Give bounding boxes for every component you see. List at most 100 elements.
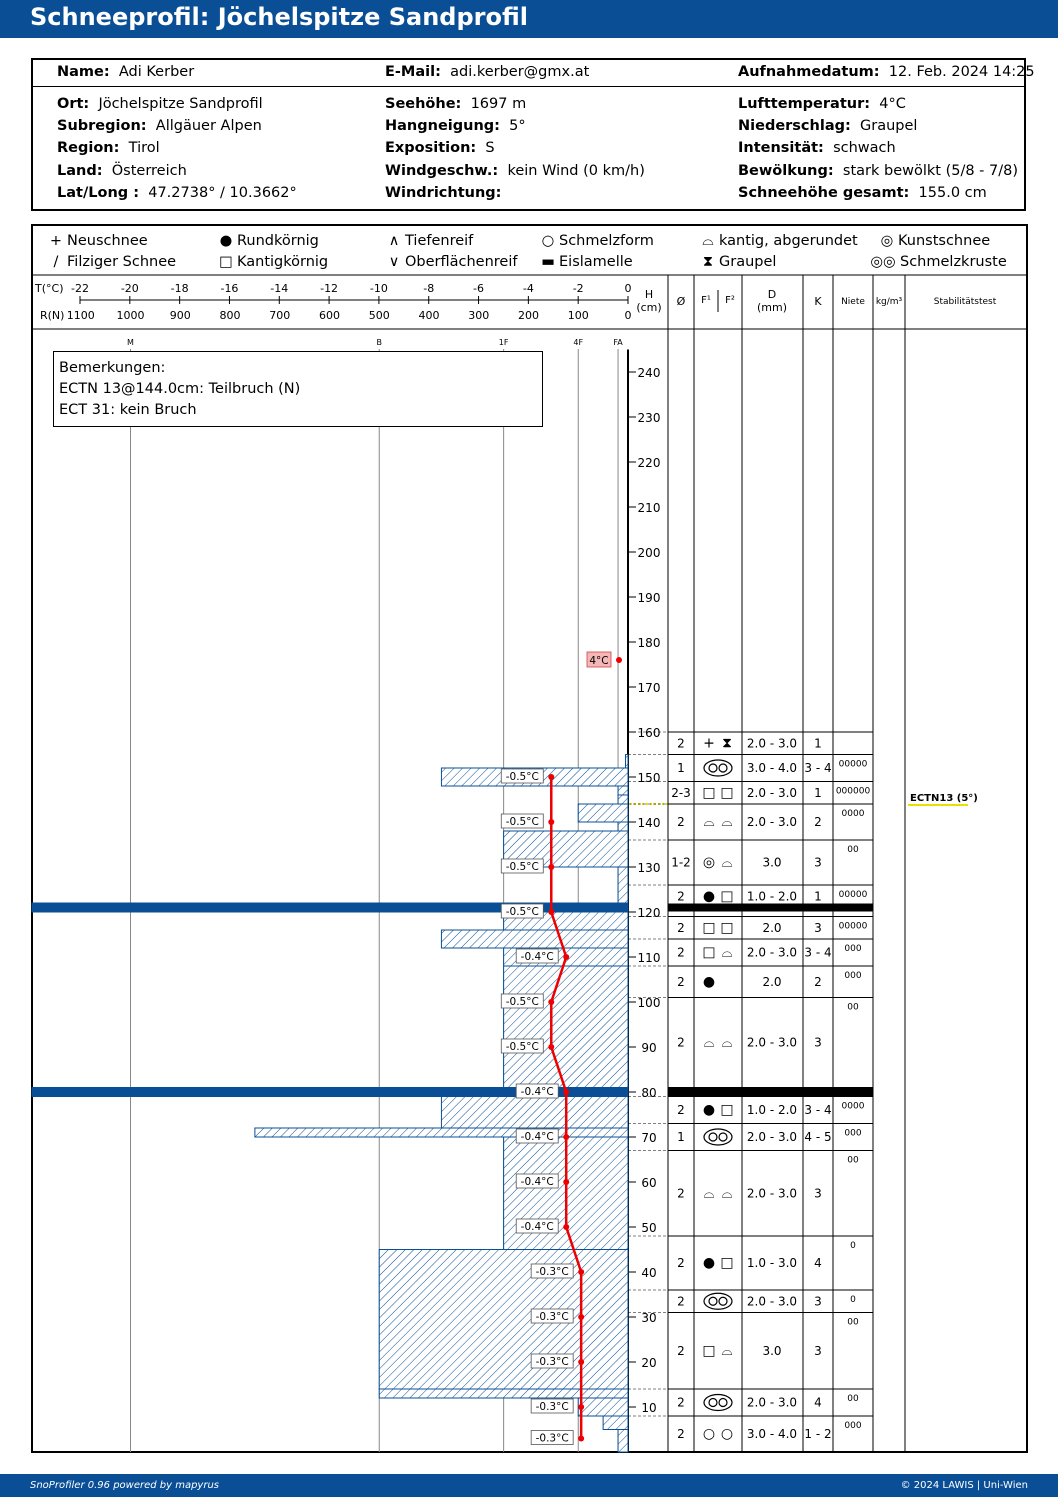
resistance-tick-label: 500 — [369, 309, 390, 322]
hardness-label: FA — [613, 338, 623, 347]
temperature-tick-label: -2 — [573, 282, 584, 295]
temperature-tick-label: 0 — [625, 282, 632, 295]
crust-ring — [718, 1296, 728, 1306]
page-title: Schneeprofil: Jöchelspitze Sandprofil — [30, 3, 528, 31]
resistance-bar — [577, 803, 629, 823]
kantig-abgerundet-icon: ⌓ — [703, 814, 714, 830]
legend-label: Filziger Schnee — [67, 254, 177, 270]
hardness-label: 4F — [573, 338, 583, 347]
height-tick-label: 100 — [638, 996, 661, 1010]
eislamelle-icon: ▬ — [541, 254, 555, 270]
layer-hardness: 1 — [814, 736, 822, 750]
legend-label: Tiefenreif — [405, 233, 474, 249]
layer-grain-size: 3.0 - 4.0 — [747, 761, 797, 775]
schmelzkruste-icon: ◎◎ — [870, 254, 896, 270]
height-tick-label: 140 — [638, 816, 661, 830]
layer-grain-size: 2.0 - 3.0 — [747, 1294, 797, 1308]
layer-hardness: 4 — [814, 1396, 822, 1410]
layer-niete: 00 — [847, 1003, 859, 1013]
windrichtung-field: Windrichtung: — [385, 185, 502, 201]
layer-niete: 00000 — [839, 890, 868, 900]
air-temperature-box — [586, 651, 612, 668]
legend-item: ○Schmelzform — [537, 233, 654, 249]
layer-hardness: 3 — [814, 921, 822, 935]
layer-grain-size: 2.0 — [762, 921, 781, 935]
hardness-label: 1F — [499, 338, 509, 347]
temperature-label-box — [530, 1353, 574, 1369]
resistance-bar — [254, 1127, 629, 1138]
layer-hardness: 1 - 2 — [804, 1427, 831, 1441]
windgeschw-field: Windgeschw.: kein Wind (0 km/h) — [385, 163, 645, 179]
graupel-icon: ⧗ — [722, 735, 732, 751]
temperature-label-box — [500, 1038, 544, 1054]
layer-grain-size: 2.0 - 3.0 — [747, 1130, 797, 1144]
temperature-point — [563, 1179, 570, 1185]
temperature-point — [563, 1134, 570, 1140]
resistance-tick-label: 200 — [518, 309, 539, 322]
crust-outline — [703, 759, 733, 777]
layer-grain-size: 2.0 - 3.0 — [747, 1036, 797, 1050]
legend-label: Kunstschnee — [898, 233, 991, 249]
temperature-tick-label: -20 — [121, 282, 139, 295]
land-field: Land: Österreich — [57, 163, 187, 179]
resistance-tick-label: 100 — [568, 309, 589, 322]
temperature-axis-label: T(°C) — [34, 282, 63, 295]
schmelzform-icon — [703, 1393, 733, 1412]
layer-hardness: 3 — [814, 1186, 822, 1200]
temperature-point — [548, 999, 555, 1005]
layer-row — [667, 997, 874, 1088]
temperature-tick-label: -10 — [370, 282, 388, 295]
layer-hardness: 3 — [814, 1344, 822, 1358]
resistance-bar — [617, 794, 629, 805]
layer-hardness: 3 - 4 — [804, 946, 831, 960]
temperature-label-box — [530, 1398, 574, 1414]
legend-item: ⌓kantig, abgerundet — [697, 233, 857, 249]
temperature-label: -0.4°C — [521, 951, 554, 963]
layer-grain-size: 2.0 - 3.0 — [747, 1396, 797, 1410]
legend-label: Eislamelle — [559, 254, 633, 270]
oberflächenreif-icon: ∨ — [388, 254, 400, 270]
region-field: Region: Tirol — [57, 140, 160, 156]
crust-ring — [708, 1296, 718, 1306]
resistance-bar — [617, 785, 629, 796]
legend-item: □Kantigkörnig — [215, 254, 328, 270]
layer-niete: 00 — [847, 1156, 859, 1166]
kantig-abgerundet-icon: ⌓ — [703, 1035, 714, 1051]
neuschnee-icon: + — [703, 735, 715, 751]
temperature-label-box — [500, 858, 544, 874]
crust-outline — [703, 1393, 733, 1412]
layer-diameter: 2 — [677, 1294, 685, 1308]
hardness-label: M — [127, 338, 134, 347]
legend-label: Oberflächenreif — [405, 254, 518, 270]
schmelzkruste-icon — [703, 759, 733, 777]
temperature-point — [563, 1224, 570, 1230]
kantigkoernig-icon: □ — [720, 888, 733, 904]
ice-lens-bar — [32, 902, 628, 913]
layer-diameter: 2 — [677, 1256, 685, 1270]
temperature-point — [548, 864, 555, 870]
height-tick-label: 220 — [638, 456, 661, 470]
height-tick-label: 80 — [641, 1086, 656, 1100]
legend-item: ∨ Oberflächenreif — [383, 254, 518, 270]
kantig-abgerundet-icon: ⌓ — [721, 1343, 732, 1359]
layer-grain-size: 3.0 — [762, 1344, 781, 1358]
temperature-tick-label: -18 — [171, 282, 189, 295]
ice-lens-bar — [32, 1087, 628, 1097]
temperature-label: -0.4°C — [521, 1131, 554, 1143]
f1-column-header: F¹ — [701, 295, 711, 306]
layer-niete: 00 — [847, 845, 859, 855]
layer-diameter: 2 — [677, 889, 685, 903]
profile-info-box: Name: Adi Kerber E-Mail: adi.kerber@gmx.… — [31, 58, 1035, 211]
layer-diameter: 2 — [677, 1036, 685, 1050]
temperature-tick-label: -8 — [423, 282, 434, 295]
air-temperature-point — [616, 657, 622, 663]
resistance-tick-label: 900 — [170, 309, 191, 322]
height-tick-label: 170 — [638, 681, 661, 695]
remarks-title: Bemerkungen: — [59, 360, 166, 376]
height-tick-label: 130 — [638, 861, 661, 875]
height-column-header: H — [645, 288, 653, 301]
height-tick-label: 70 — [641, 1131, 656, 1145]
filziger-schnee-icon: / — [53, 254, 59, 270]
schmelzform-einzel-icon: ○ — [703, 1426, 715, 1442]
height-tick-label: 120 — [638, 906, 661, 920]
